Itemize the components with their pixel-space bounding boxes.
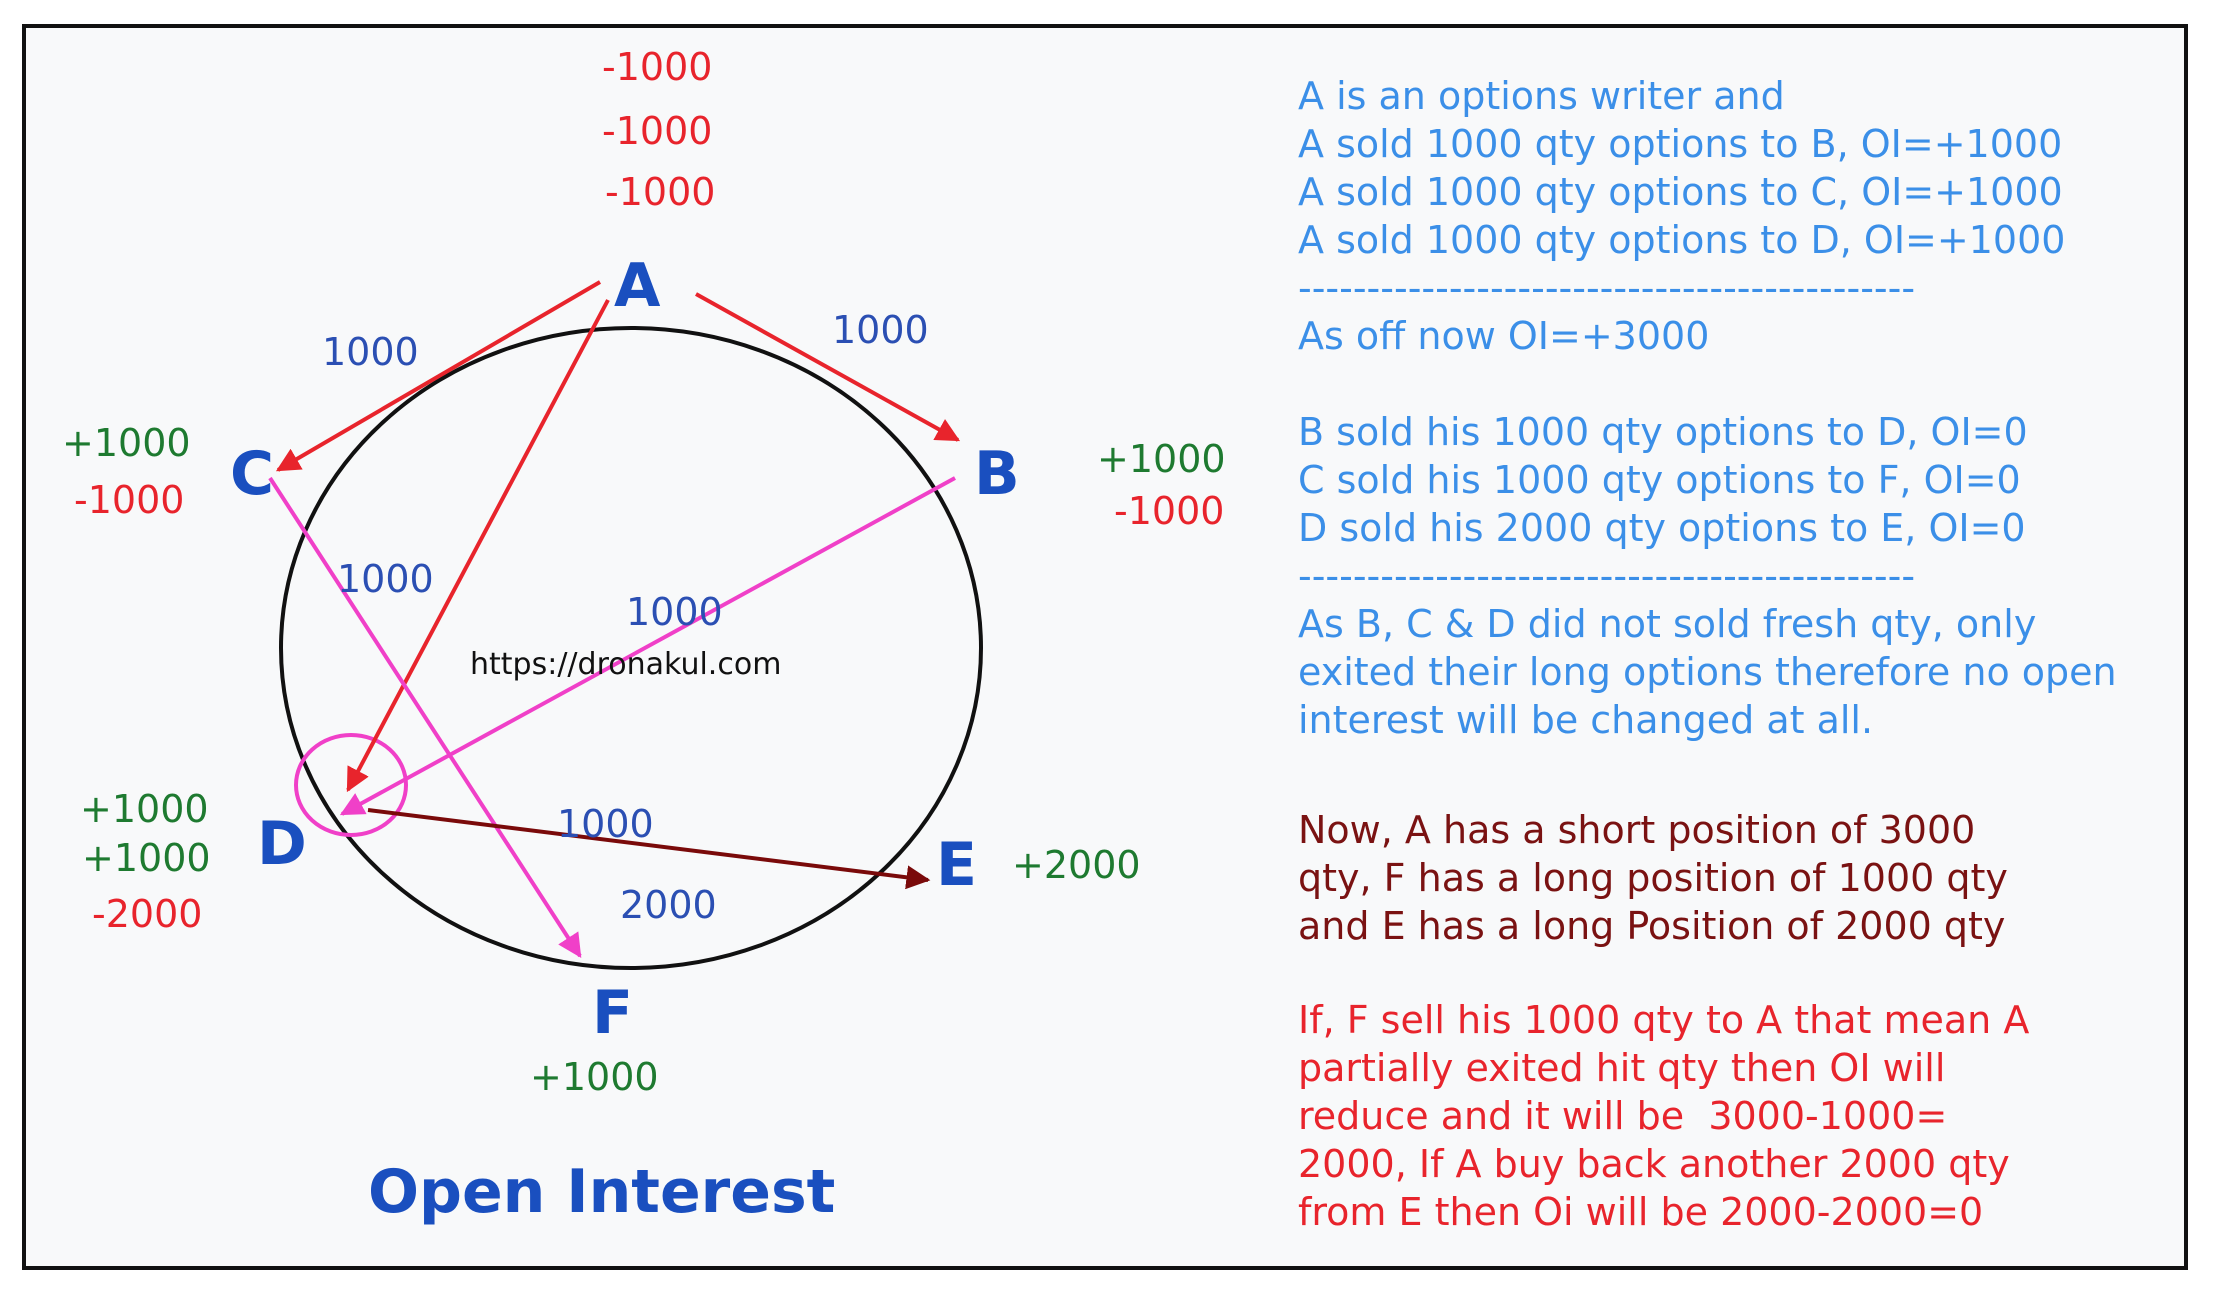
- exit-scenario: If, F sell his 1000 qty to A that mean A…: [1298, 996, 2178, 1236]
- node-c-value: -1000: [74, 478, 184, 522]
- node-d-value: -2000: [92, 892, 202, 936]
- note-line: A is an options writer and: [1298, 74, 1785, 118]
- edge-qty-b-to-d: 1000: [626, 590, 723, 634]
- node-a-value: -1000: [602, 45, 712, 89]
- edge-qty-a-to-d: 1000: [337, 557, 434, 601]
- node-b-value: -1000: [1114, 489, 1224, 533]
- note-line: Now, A has a short position of 3000: [1298, 808, 1976, 852]
- node-e-value: +2000: [1012, 843, 1141, 887]
- note-line: reduce and it will be 3000-1000=: [1298, 1094, 1948, 1138]
- node-b-value: +1000: [1097, 437, 1226, 481]
- edge-qty-a-to-b: 1000: [832, 308, 929, 352]
- note-line: B sold his 1000 qty options to D, OI=0: [1298, 410, 2028, 454]
- node-d-value: +1000: [82, 836, 211, 880]
- note-line: A sold 1000 qty options to C, OI=+1000: [1298, 170, 2063, 214]
- note-line: from E then Oi will be 2000-2000=0: [1298, 1190, 1984, 1234]
- trade-circle: [279, 326, 983, 970]
- diagram-title: Open Interest: [368, 1157, 835, 1227]
- node-c-value: +1000: [62, 421, 191, 465]
- node-f-label: F: [592, 978, 633, 1048]
- edge-d-to-e: [367, 808, 931, 890]
- note-line: C sold his 1000 qty options to F, OI=0: [1298, 458, 2021, 502]
- note-line: partially exited hit qty then OI will: [1298, 1046, 1946, 1090]
- website-watermark: https://dronakul.com: [470, 647, 781, 682]
- edge-a-to-b: [695, 292, 961, 442]
- note-line: interest will be changed at all.: [1298, 698, 1874, 742]
- node-a-value: -1000: [602, 109, 712, 153]
- separator-line: ----------------------------------------…: [1298, 554, 1916, 598]
- note-line: 2000, If A buy back another 2000 qty: [1298, 1142, 2010, 1186]
- edge-a-to-c: [275, 280, 602, 472]
- diagram-frame: [22, 24, 2188, 1270]
- node-b-label: B: [974, 439, 1020, 509]
- note-line: A sold 1000 qty options to D, OI=+1000: [1298, 218, 2066, 262]
- node-d-highlight: [294, 733, 408, 837]
- position-summary: Now, A has a short position of 3000 qty,…: [1298, 806, 2178, 950]
- node-f-value: +1000: [530, 1055, 659, 1099]
- edge-a-to-d: [346, 299, 610, 793]
- note-line: If, F sell his 1000 qty to A that mean A: [1298, 998, 2030, 1042]
- separator-line: ----------------------------------------…: [1298, 266, 1916, 310]
- edge-qty-c-to-f: 1000: [557, 802, 654, 846]
- edge-b-to-d: [339, 476, 956, 816]
- explanation-notes: A is an options writer and A sold 1000 q…: [1298, 72, 2178, 744]
- note-line: As off now OI=+3000: [1298, 314, 1710, 358]
- edge-qty-d-to-e: 2000: [620, 883, 717, 927]
- note-line: and E has a long Position of 2000 qty: [1298, 904, 2006, 948]
- node-e-label: E: [936, 830, 977, 900]
- node-c-label: C: [230, 439, 274, 509]
- edge-c-to-f: [268, 476, 582, 959]
- node-d-label: D: [257, 809, 307, 879]
- note-line: qty, F has a long position of 1000 qty: [1298, 856, 2008, 900]
- node-a-label: A: [614, 251, 661, 321]
- note-line: D sold his 2000 qty options to E, OI=0: [1298, 506, 2026, 550]
- node-a-value: -1000: [605, 170, 715, 214]
- note-line: exited their long options therefore no o…: [1298, 650, 2117, 694]
- edge-qty-a-to-c: 1000: [322, 330, 419, 374]
- note-line: As B, C & D did not sold fresh qty, only: [1298, 602, 2037, 646]
- note-line: A sold 1000 qty options to B, OI=+1000: [1298, 122, 2063, 166]
- blank-line: [1298, 360, 2178, 408]
- node-d-value: +1000: [80, 787, 209, 831]
